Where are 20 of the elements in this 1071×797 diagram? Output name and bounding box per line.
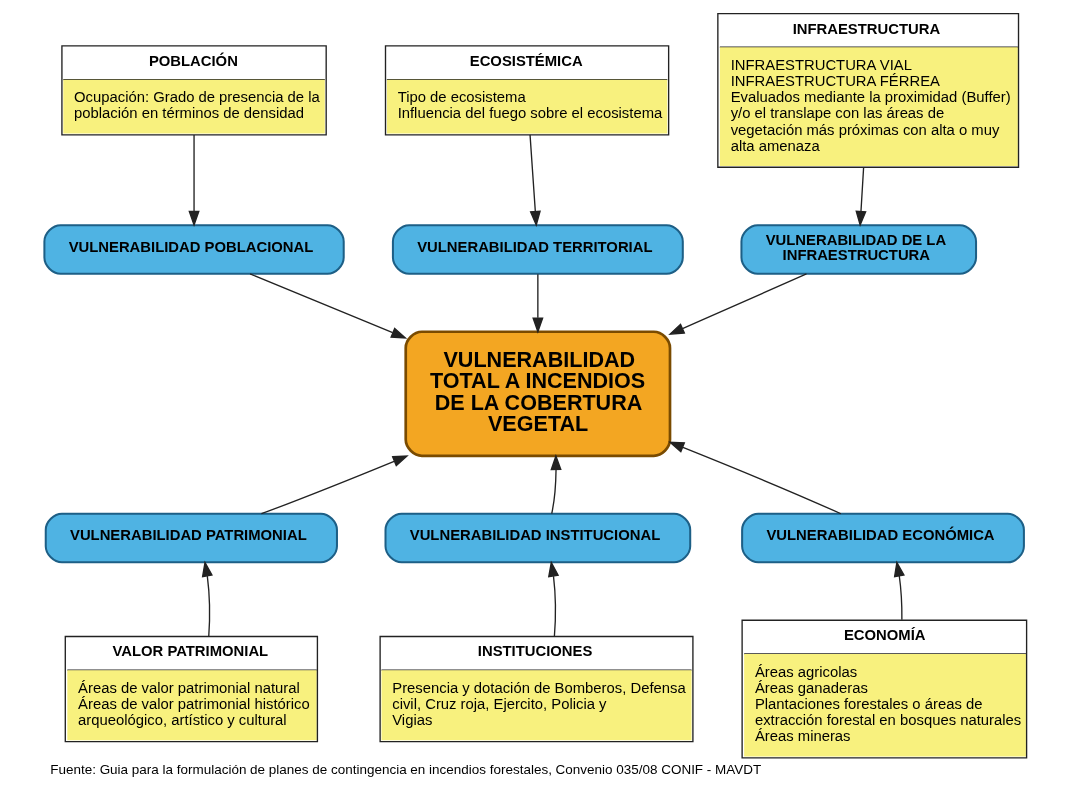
- arrow: [668, 441, 842, 515]
- arrow: [855, 167, 867, 227]
- arrow: [893, 560, 905, 621]
- arrow: [249, 273, 408, 339]
- arrow: [547, 560, 560, 638]
- arrow: [260, 455, 409, 515]
- node-box: VULNERABILIDAD POBLACIONAL: [43, 224, 345, 275]
- arrow: [550, 453, 562, 515]
- node-box: VULNERABILIDAD DE LA INFRAESTRUCTURA: [740, 224, 978, 275]
- arrow: [188, 134, 200, 228]
- node-box: VULNERABILIDAD INSTITUCIONAL: [384, 512, 692, 564]
- arrow: [529, 134, 541, 227]
- node-box: VULNERABILIDAD TERRITORIAL: [391, 224, 684, 275]
- node-box: VULNERABILIDAD ECONÓMICA: [741, 512, 1025, 564]
- node-box: VULNERABILIDAD TOTAL A INCENDIOS DE LA COBERTURA VEGETAL: [404, 330, 672, 458]
- arrow: [201, 560, 213, 638]
- node-box: VULNERABILIDAD PATRIMONIAL: [44, 512, 338, 564]
- caption: Fuente: Guia para la formulación de planes de contingencia en incendios forestales, Convenio 035/08 CONIF - MAVDT: [50, 761, 762, 777]
- arrow: [668, 273, 808, 335]
- arrow: [532, 273, 544, 334]
